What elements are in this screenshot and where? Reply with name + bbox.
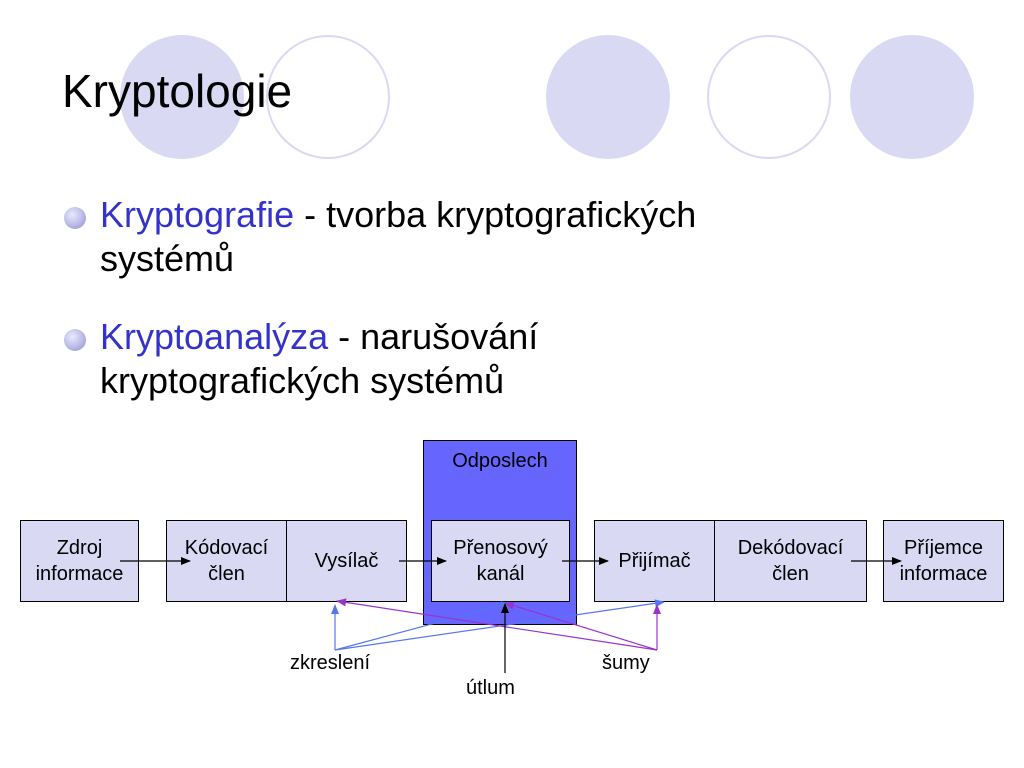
node-dekodovaci-clen: Dekódovací člen	[714, 520, 867, 602]
attenuation-label: útlum	[466, 677, 515, 699]
node-label: člen	[208, 563, 245, 585]
bullet-kryptografie: Kryptografie - tvorba kryptografických s…	[64, 193, 697, 281]
node-label: informace	[35, 563, 124, 585]
node-label: Přijímač	[618, 550, 691, 572]
node-label: Příjemce	[904, 537, 983, 559]
node-zdroj-informace: Zdroj informace	[20, 520, 139, 602]
bullet-term: Kryptografie	[100, 194, 295, 235]
bullet-term: Kryptoanalýza	[100, 316, 329, 357]
node-label: Přenosový	[453, 537, 548, 559]
node-kodovaci-clen: Kódovací člen	[166, 520, 287, 602]
noise-label: šumy	[602, 652, 650, 674]
bullet-dot-icon	[64, 329, 86, 351]
bullet-text-continuation: systémů	[100, 238, 235, 279]
node-label: Dekódovací	[737, 537, 844, 559]
decorative-circle	[546, 35, 670, 159]
distortion-label: zkreslení	[290, 652, 371, 674]
node-label: člen	[772, 563, 809, 585]
node-label: Kódovací	[184, 537, 269, 559]
decorative-ring	[266, 35, 390, 159]
slide-title: Kryptologie	[62, 65, 293, 117]
decorative-circle	[850, 35, 974, 159]
node-prijemce-informace: Příjemce informace	[883, 520, 1004, 602]
bullet-text: - tvorba kryptografických	[294, 194, 697, 235]
node-vysilac: Vysílač	[286, 520, 407, 602]
eavesdrop-label: Odposlech	[452, 450, 548, 472]
node-prenosovy-kanal: Přenosový kanál	[431, 520, 570, 602]
node-label: informace	[899, 563, 988, 585]
node-label: kanál	[476, 563, 525, 585]
bullet-text-continuation: kryptografických systémů	[100, 360, 505, 401]
decorative-circle	[120, 35, 244, 159]
node-label: Vysílač	[314, 550, 379, 572]
bullet-dot-icon	[64, 207, 86, 229]
bullet-kryptoanalyza: Kryptoanalýza - narušování kryptografick…	[64, 315, 539, 403]
node-label: Zdroj	[56, 537, 103, 559]
node-prijimac: Přijímač	[594, 520, 715, 602]
decorative-ring	[707, 35, 831, 159]
bullet-text: - narušování	[328, 316, 539, 357]
